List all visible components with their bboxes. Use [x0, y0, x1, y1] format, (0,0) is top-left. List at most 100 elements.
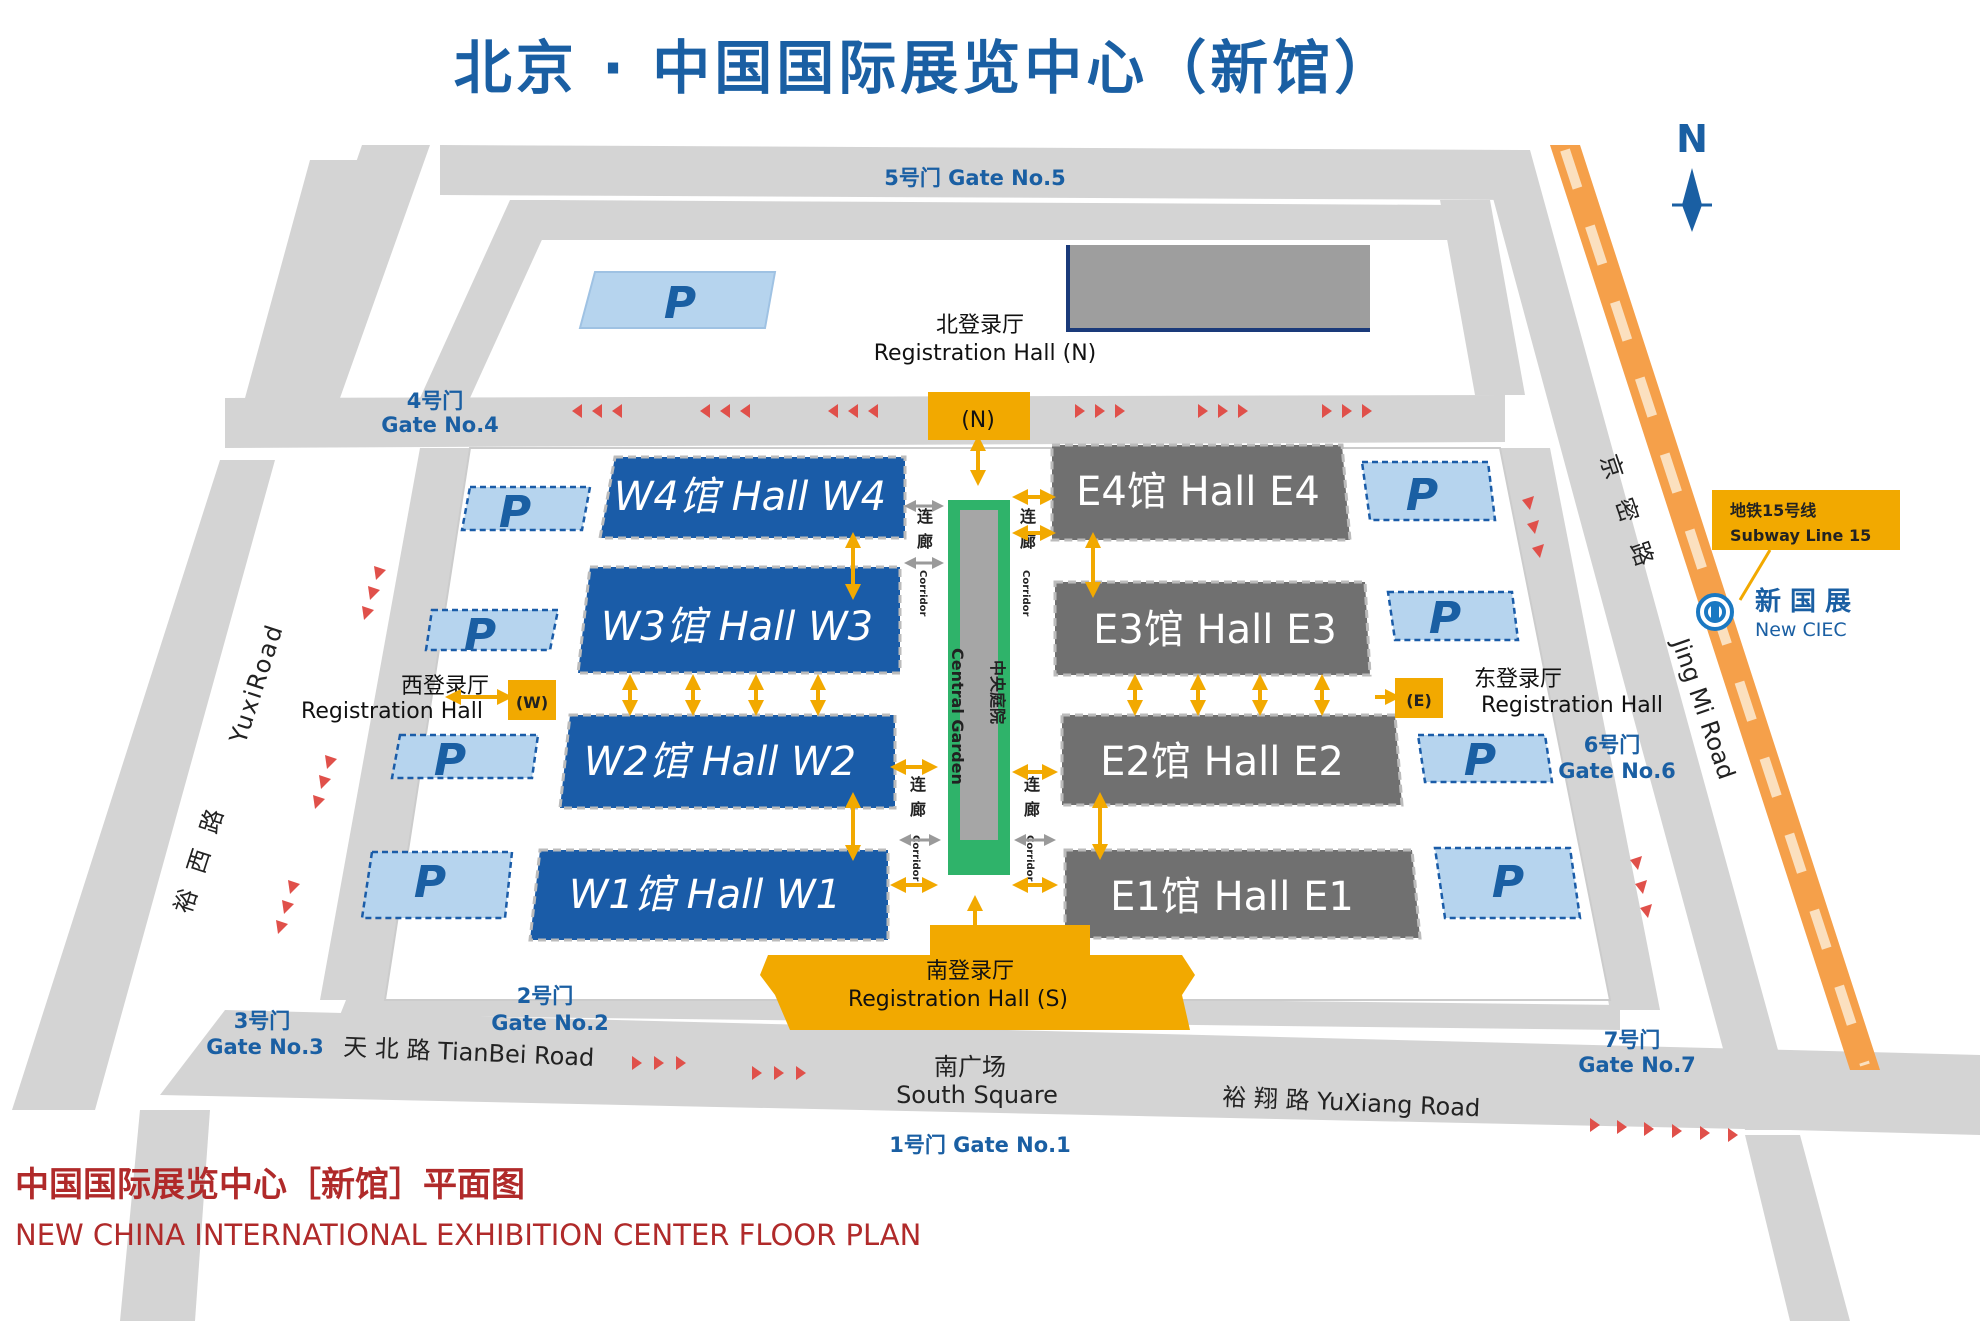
parking-lot-w2: P — [390, 733, 540, 786]
gate-6-en[interactable]: Gate No.6 — [1558, 759, 1676, 783]
hall-e2[interactable]: E2馆 Hall E2 — [1060, 713, 1404, 807]
gate-1[interactable]: 1号门 Gate No.1 — [889, 1133, 1071, 1157]
parking-lot-w1: P — [360, 850, 514, 920]
parking-lot-e3: P — [1386, 590, 1520, 644]
right-edge-road — [1480, 150, 1800, 1130]
left-perimeter-road — [320, 448, 470, 1000]
east-road-arrows — [1522, 496, 1652, 918]
outer-loop-top — [440, 145, 1520, 200]
svg-text:Corridor: Corridor — [910, 835, 921, 882]
subway-station-icon — [1696, 593, 1734, 631]
south-road-arrows — [632, 1056, 1738, 1142]
reg-south-cn: 南登录厅 — [926, 959, 1014, 984]
hall-e2-label: E2馆 Hall E2 — [1100, 739, 1344, 785]
hall-w3-label: W3馆 Hall W3 — [601, 604, 873, 650]
gate-3-en[interactable]: Gate No.3 — [206, 1035, 324, 1059]
subway-station-cn: 新 国 展 — [1755, 586, 1851, 617]
north-compass: N — [1672, 117, 1712, 232]
south-square: 南广场 South Square — [896, 1053, 1058, 1109]
parking-lot-w3: P — [424, 608, 560, 661]
compass-arrow-icon — [1672, 168, 1712, 232]
parking-label: P — [464, 610, 496, 661]
svg-text:连: 连 — [1020, 507, 1037, 526]
map-title: 北京 · 中国国际展览中心（新馆） — [454, 34, 1396, 102]
reg-north-tag: (N) — [961, 408, 995, 433]
subway-station-en: New CIEC — [1755, 619, 1847, 641]
hall-e1-label: E1馆 Hall E1 — [1110, 874, 1354, 920]
parking-lot-e4: P — [1360, 460, 1497, 522]
footer-title-cn: 中国国际展览中心［新馆］平面图 — [15, 1165, 525, 1205]
north-road-left-arrows — [572, 404, 878, 418]
gate-4-cn[interactable]: 4号门 — [407, 389, 464, 413]
parking-label: P — [499, 487, 531, 538]
hall-e4[interactable]: E4馆 Hall E4 — [1050, 443, 1352, 542]
svg-text:连: 连 — [1024, 775, 1041, 794]
svg-text:廊: 廊 — [917, 532, 933, 551]
gate-5[interactable]: 5号门 Gate No.5 — [884, 166, 1066, 190]
gate-3-cn[interactable]: 3号门 — [234, 1009, 291, 1033]
parking-label: P — [1492, 857, 1524, 908]
central-garden-cn: 中央庭院 — [988, 660, 1007, 724]
north-indicator: N — [1676, 117, 1708, 161]
central-garden-en: Central Garden — [948, 648, 967, 785]
hall-w1[interactable]: W1馆 Hall W1 — [528, 848, 890, 942]
svg-text:Corridor: Corridor — [1020, 570, 1031, 617]
south-square-en: South Square — [896, 1081, 1058, 1109]
west-halls: W4馆 Hall W4 W3馆 Hall W3 W2馆 Hall W2 W1馆 … — [528, 455, 907, 942]
reg-north-cn: 北登录厅 — [936, 313, 1024, 338]
reg-east-en: Registration Hall — [1481, 693, 1663, 718]
hall-w1-label: W1馆 Hall W1 — [569, 872, 841, 918]
hall-e3[interactable]: E3馆 Hall E3 — [1053, 580, 1372, 677]
north-road — [225, 395, 1505, 448]
yuxi-road-cn: 裕西路 — [169, 788, 235, 916]
gate-4-en[interactable]: Gate No.4 — [381, 413, 499, 437]
svg-text:Corridor: Corridor — [1024, 835, 1035, 882]
parking-lot-e2: P — [1416, 733, 1554, 786]
registration-hall-west[interactable]: (W) 西登录厅 Registration Hall — [301, 674, 556, 724]
north-building — [1068, 245, 1370, 330]
gate-2-en[interactable]: Gate No.2 — [491, 1011, 609, 1035]
parking-lot-w4: P — [460, 485, 592, 538]
reg-west-en: Registration Hall — [301, 699, 483, 724]
svg-text:廊: 廊 — [1024, 800, 1040, 819]
footer-title-en: NEW CHINA INTERNATIONAL EXHIBITION CENTE… — [15, 1218, 921, 1252]
parking-label: P — [1429, 593, 1461, 644]
left-edge-road — [245, 160, 360, 398]
gate-7-en[interactable]: Gate No.7 — [1578, 1053, 1696, 1077]
south-square-cn: 南广场 — [934, 1053, 1006, 1081]
registration-hall-north[interactable]: (N) 北登录厅 Registration Hall (N) — [874, 313, 1097, 440]
parking-label: P — [414, 857, 446, 908]
lower-right-road — [1745, 1135, 1850, 1321]
parking-lot-e1: P — [1433, 846, 1582, 920]
registration-hall-east[interactable]: (E) 东登录厅 Registration Hall — [1395, 667, 1663, 718]
gate-6-cn[interactable]: 6号门 — [1584, 733, 1641, 757]
hall-w4-label: W4馆 Hall W4 — [614, 474, 886, 520]
north-road-right-arrows — [1075, 404, 1372, 418]
outer-loop-left — [275, 145, 430, 398]
subway-station[interactable]: 地铁15号线 Subway Line 15 新 国 展 New CIEC — [1696, 490, 1900, 641]
hall-w2[interactable]: W2馆 Hall W2 — [558, 713, 897, 810]
registration-hall-south[interactable]: 南登录厅 Registration Hall (S) — [760, 925, 1195, 1030]
parking-label: P — [1406, 470, 1438, 521]
hall-w2-label: W2馆 Hall W2 — [584, 739, 856, 785]
gate-7-cn[interactable]: 7号门 — [1604, 1028, 1661, 1052]
reg-south-en: Registration Hall (S) — [848, 987, 1068, 1012]
subway-line-cn: 地铁15号线 — [1730, 501, 1816, 520]
hall-e1[interactable]: E1馆 Hall E1 — [1063, 848, 1422, 940]
tianbei-road-yuxiang-road — [160, 1010, 1980, 1135]
traffic-direction-markers — [276, 404, 1738, 1142]
hall-e4-label: E4馆 Hall E4 — [1076, 469, 1320, 515]
hall-w4[interactable]: W4馆 Hall W4 — [598, 455, 907, 540]
central-garden: Central Garden 中央庭院 — [948, 500, 1010, 875]
reg-west-tag: (W) — [516, 693, 548, 712]
hall-w3[interactable]: W3馆 Hall W3 — [576, 565, 902, 675]
hall-e3-label: E3馆 Hall E3 — [1093, 607, 1337, 653]
parking-label: P — [434, 735, 466, 786]
yuxi-road-en: YuxiRoad — [224, 620, 289, 748]
svg-text:Corridor: Corridor — [917, 570, 928, 617]
reg-east-tag: (E) — [1406, 691, 1432, 710]
yuxi-road — [12, 460, 275, 1110]
reg-north-en: Registration Hall (N) — [874, 341, 1097, 366]
gate-2-cn[interactable]: 2号门 — [517, 984, 574, 1008]
